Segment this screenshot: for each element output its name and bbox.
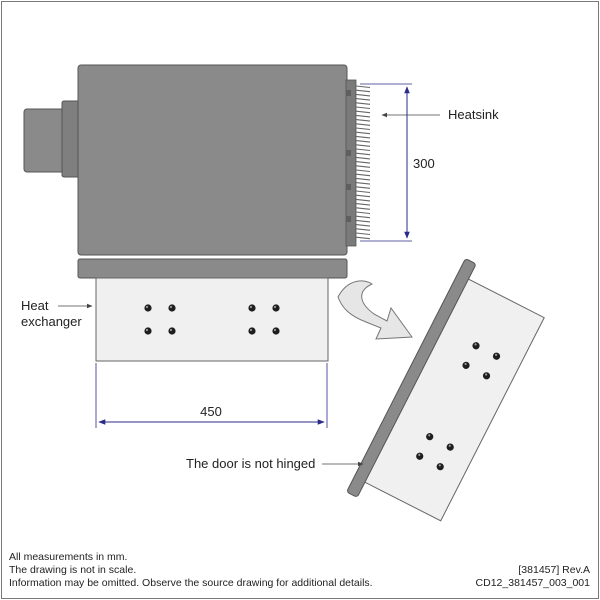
heatsink-clip [346, 184, 351, 190]
bolt [168, 304, 176, 312]
height-dimension-label: 300 [413, 156, 435, 171]
heatsink-fin [355, 219, 371, 223]
bolt [144, 304, 152, 312]
heatsink-fin [355, 165, 371, 168]
heatsink-fin [355, 148, 371, 152]
heatsink-fin [355, 224, 371, 227]
footer-note-source: Information may be omitted. Observe the … [9, 577, 373, 589]
heatsink-clip [346, 216, 351, 222]
heatsink-fin [355, 228, 371, 231]
heatsink-fin [355, 140, 371, 143]
bolt [482, 372, 491, 380]
heatsink-fin [355, 173, 371, 177]
heatsink-fin [355, 215, 371, 219]
heatsink-fin [355, 127, 371, 131]
heatsink-fin [355, 186, 371, 189]
heatsink-fin [355, 203, 371, 206]
side-connector [23, 100, 81, 178]
heatsink-clip [346, 90, 351, 96]
heatsink-fin [355, 144, 371, 147]
height-dimension: 300 [360, 83, 435, 242]
heatsink-fin [355, 85, 371, 89]
door-note-label: The door is not hinged [186, 456, 315, 471]
heatsink-fin [355, 211, 371, 215]
footer-drawing-number: CD12_381457_003_001 [476, 577, 591, 589]
bolt [272, 327, 280, 335]
heatsink-fin [355, 123, 371, 126]
heatsink-fin [355, 89, 371, 93]
heatsink-fin [355, 119, 371, 122]
footer: All measurements in mm. The drawing is n… [9, 551, 590, 589]
heat-exchanger-label-line2: exchanger [21, 314, 82, 329]
bolt [436, 463, 444, 471]
heatsink-fin [355, 161, 371, 164]
heatsink-fin [355, 93, 371, 97]
bolt [472, 342, 480, 350]
heatsink-fin [355, 182, 371, 185]
heatsink-fin [355, 198, 371, 202]
bolt [462, 361, 470, 369]
heatsink [345, 79, 371, 247]
bolt [248, 327, 256, 335]
heatsink-fin [355, 110, 371, 114]
bolt [168, 327, 176, 335]
heatsink-label: Heatsink [448, 107, 499, 122]
bolt [272, 304, 280, 312]
heatsink-fin [355, 135, 371, 139]
footer-note-units: All measurements in mm. [9, 551, 127, 563]
heatsink-fin [355, 194, 371, 198]
heatsink-fin [355, 131, 371, 135]
bolt [144, 327, 152, 335]
heatsink-fin [355, 156, 371, 160]
heatsink-fin [355, 177, 371, 181]
heatsink-fin [355, 106, 371, 110]
bolt [446, 443, 454, 451]
bolt [492, 352, 501, 360]
footer-document-id: [381457] Rev.A [518, 564, 590, 576]
heatsink-callout: Heatsink [381, 107, 499, 122]
heat-exchanger-label-line1: Heat [21, 298, 49, 313]
footer-note-scale: The drawing is not in scale. [9, 564, 136, 576]
bolt [426, 433, 434, 441]
cabinet-base [77, 258, 348, 279]
width-dimension-label: 450 [200, 404, 222, 419]
heatsink-fin [355, 114, 371, 118]
heatsink-fin [355, 207, 371, 210]
removed-door [347, 259, 545, 522]
heatsink-fin [355, 152, 371, 156]
width-dimension: 450 [95, 363, 328, 428]
heatsink-fin [355, 190, 371, 194]
heatsink-fin [355, 98, 371, 101]
heat-exchanger-panel [95, 277, 329, 362]
cabinet-body [77, 64, 348, 256]
bolt [248, 304, 256, 312]
bolt [416, 452, 424, 460]
heatsink-clip [346, 150, 351, 156]
heat-exchanger-callout: Heat exchanger [21, 298, 93, 329]
heatsink-fin [355, 232, 371, 236]
heatsink-fin [355, 169, 371, 173]
heatsink-fin [355, 236, 371, 240]
removal-arrow [337, 280, 413, 340]
door-note-callout: The door is not hinged [186, 456, 364, 471]
heatsink-fin [355, 102, 371, 105]
